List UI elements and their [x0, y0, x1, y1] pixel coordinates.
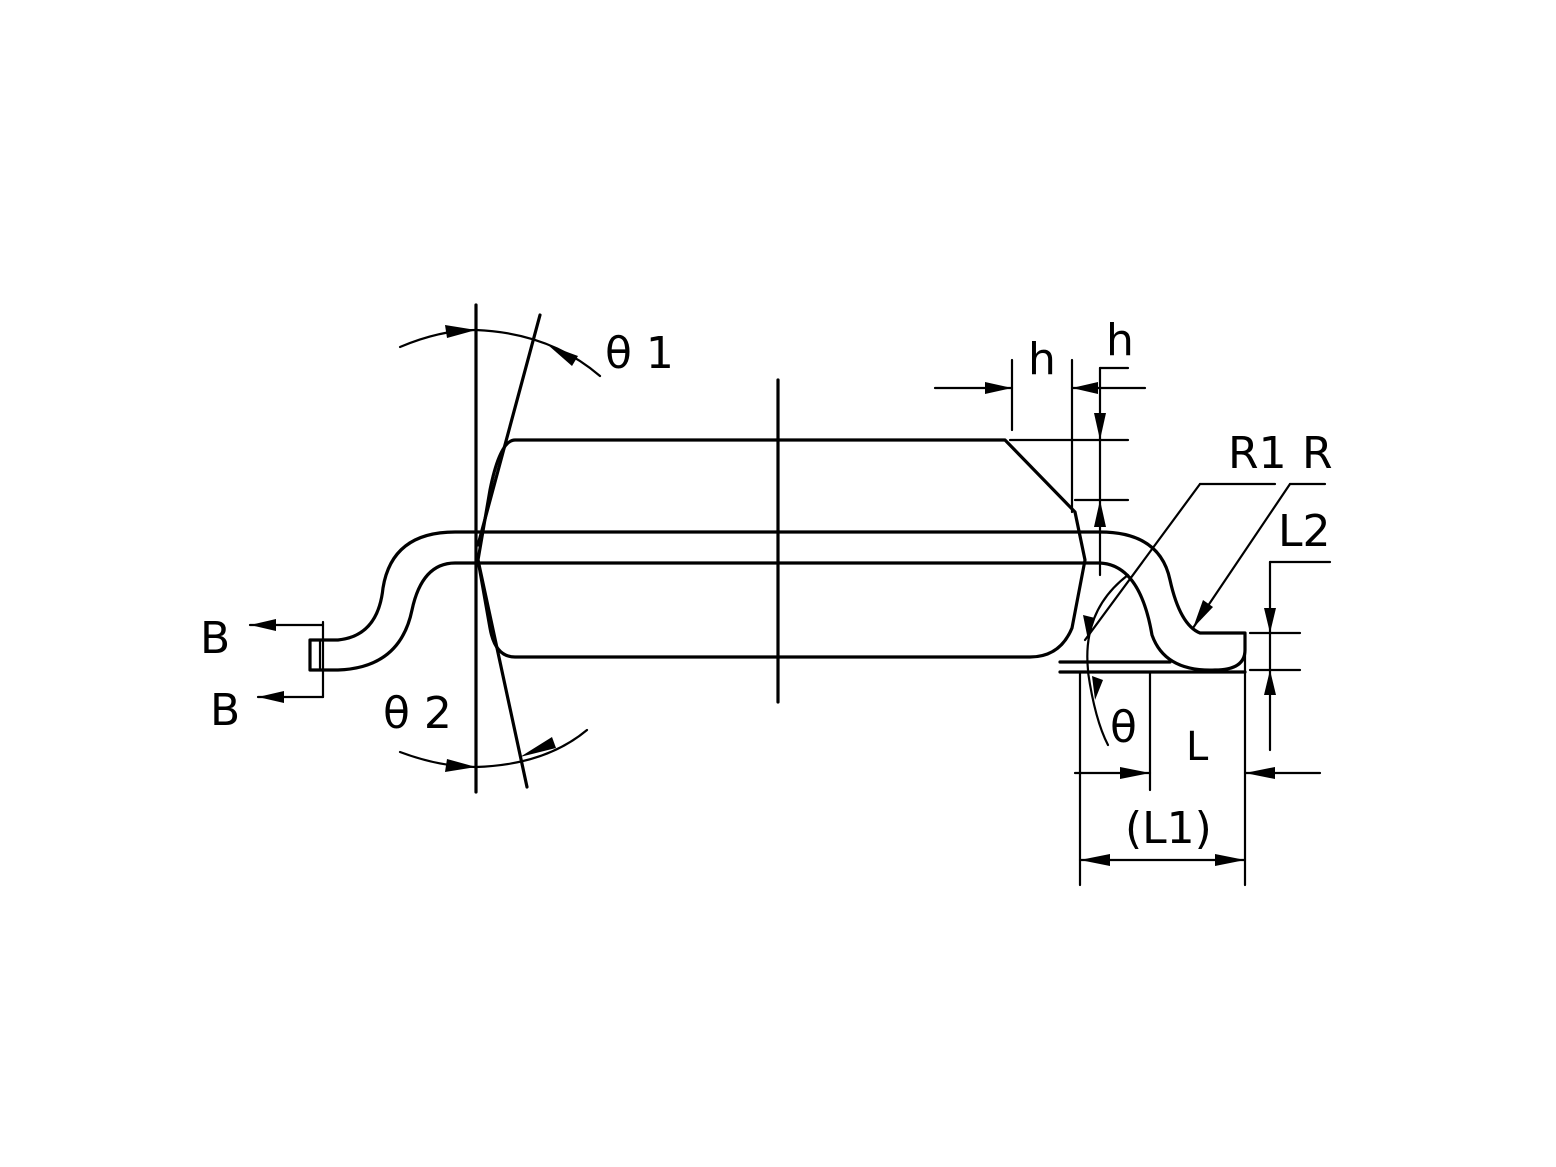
theta2-label: θ 2 [383, 688, 452, 739]
r1-leader: R1 [1083, 428, 1287, 642]
h-vertical-dimension: h [1008, 315, 1134, 577]
l2-label: L2 [1278, 506, 1331, 557]
r1-label: R1 [1228, 428, 1287, 479]
h-horizontal-dimension: h [933, 334, 1147, 514]
l1-label: (L1) [1125, 803, 1212, 854]
l1-dimension: (L1) [1078, 670, 1247, 887]
theta1-dimension: θ 1 [398, 325, 674, 379]
l-label: L [1186, 724, 1209, 770]
draft-angle-lines [474, 303, 542, 794]
theta-label: θ [1110, 702, 1137, 753]
lead-frame [308, 530, 1247, 672]
l-dimension: L [1073, 648, 1322, 887]
theta2-dimension: θ 2 [383, 688, 589, 772]
theta1-label: θ 1 [605, 328, 674, 379]
r-label: R [1302, 428, 1333, 479]
section-b-top-label: B [200, 613, 230, 664]
package-body [476, 438, 1087, 659]
l2-dimension: L2 [1248, 506, 1332, 752]
r-leader: R [1191, 428, 1333, 630]
section-b-markers: B B [200, 613, 325, 736]
h-label-left: h [1028, 334, 1056, 385]
section-b-bottom-label: B [210, 685, 240, 736]
seating-plane: θ [1058, 573, 1247, 753]
h-label-right: h [1106, 315, 1134, 366]
